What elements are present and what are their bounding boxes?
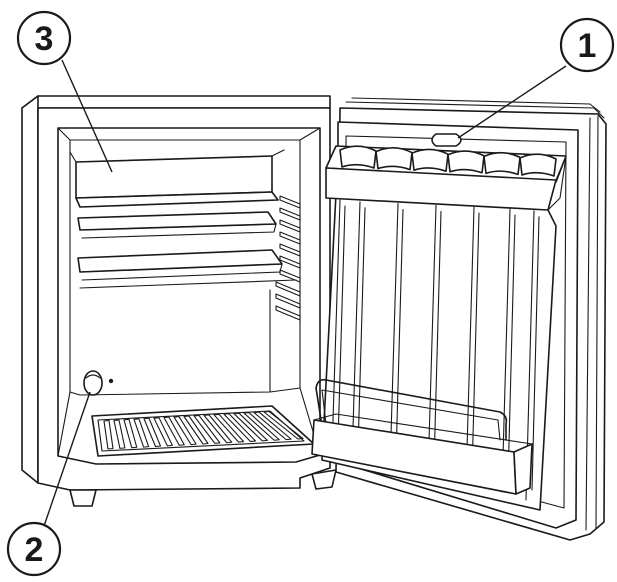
knob-grip bbox=[85, 374, 101, 379]
door-latch bbox=[431, 133, 462, 147]
indicator-dot bbox=[108, 378, 114, 384]
grille-bar bbox=[263, 410, 304, 440]
lower-bin-top bbox=[313, 413, 533, 445]
grille-bar bbox=[203, 414, 233, 444]
callout-1: 1 bbox=[457, 17, 615, 139]
thermostat-knob bbox=[83, 370, 114, 396]
grille-bar bbox=[213, 413, 245, 443]
shelves bbox=[77, 211, 297, 289]
callout-2-label: 2 bbox=[25, 531, 44, 569]
storage-rib bbox=[501, 208, 511, 493]
vent-slot bbox=[275, 305, 301, 321]
foot-right bbox=[311, 469, 337, 490]
grille-bar bbox=[143, 417, 162, 448]
inner-right-wall-edge bbox=[299, 127, 321, 141]
vent-slot bbox=[275, 293, 301, 309]
cabinet-top bbox=[21, 95, 331, 109]
door-edge-1 bbox=[345, 101, 605, 119]
grille-bar bbox=[253, 411, 292, 441]
door-side-edge-2 bbox=[585, 117, 591, 531]
egg-cup bbox=[411, 148, 449, 172]
shelf-back-edge bbox=[79, 279, 297, 289]
grille-bar bbox=[133, 418, 150, 448]
callout-2-circle bbox=[6, 521, 62, 577]
egg-cup bbox=[519, 153, 557, 177]
callout-3-circle bbox=[16, 10, 72, 66]
vent-slot bbox=[279, 207, 301, 221]
storage-rib bbox=[465, 206, 475, 485]
upper-bin-side bbox=[547, 155, 567, 211]
egg-cup bbox=[375, 147, 413, 171]
top-compartment bbox=[69, 149, 285, 208]
storage-rib-highlight bbox=[395, 209, 404, 459]
grille-bar bbox=[243, 412, 280, 441]
vent-slot bbox=[279, 269, 301, 283]
grille-bar bbox=[113, 419, 126, 449]
grille-bar bbox=[163, 416, 185, 446]
door-side-edge bbox=[595, 115, 599, 529]
storage-rib-highlight bbox=[337, 205, 346, 443]
grille-bar bbox=[173, 416, 197, 446]
storage-rib bbox=[427, 204, 437, 477]
callout-1-label: 1 bbox=[578, 27, 597, 65]
callout-3-leader bbox=[61, 59, 113, 173]
lower-bin-side bbox=[513, 443, 533, 495]
door-edge-2 bbox=[351, 97, 601, 113]
wall-vent-slots bbox=[275, 195, 301, 321]
grille-inner bbox=[97, 410, 305, 452]
egg-cup bbox=[447, 150, 485, 174]
grille-bar bbox=[223, 413, 257, 443]
bottle-retainer-bar-inner bbox=[321, 389, 501, 441]
callout-2-leader bbox=[43, 391, 91, 527]
grille-bar bbox=[153, 417, 173, 447]
egg-cup bbox=[339, 145, 377, 169]
vent-slot bbox=[279, 255, 301, 269]
cabinet-left-side bbox=[21, 95, 39, 484]
compartment-front bbox=[75, 155, 273, 199]
callout-3-label: 3 bbox=[35, 20, 54, 58]
grille-bar bbox=[103, 419, 114, 450]
bottle-retainer-bar bbox=[315, 378, 508, 441]
storage-rib-highlight bbox=[471, 212, 480, 475]
egg-cups bbox=[339, 145, 557, 177]
inner-left-wall-edge bbox=[57, 127, 71, 141]
egg-cup bbox=[483, 151, 521, 176]
vent-slot bbox=[279, 219, 301, 233]
grille-bar bbox=[183, 415, 209, 445]
vent-slot bbox=[279, 243, 301, 257]
upper-shelf-underside bbox=[79, 223, 277, 239]
knob-body bbox=[83, 370, 103, 396]
compartment-bottom-lip bbox=[75, 191, 279, 208]
latch-tab bbox=[431, 133, 462, 147]
callout-2: 2 bbox=[6, 391, 91, 577]
storage-rib-highlight bbox=[507, 214, 516, 483]
upper-door-bin bbox=[325, 145, 567, 211]
grille-bars bbox=[103, 410, 304, 450]
grille-bar bbox=[233, 412, 268, 442]
storage-rib bbox=[331, 199, 341, 453]
compartment-top-edge bbox=[69, 151, 77, 163]
floor-grille bbox=[91, 405, 315, 457]
callout-1-leader bbox=[457, 65, 567, 139]
grille-bar bbox=[123, 418, 138, 449]
vent-slot bbox=[279, 195, 301, 209]
vent-slot bbox=[275, 281, 301, 297]
callout-3: 3 bbox=[16, 10, 113, 173]
storage-rib bbox=[389, 203, 399, 469]
lower-door-bin bbox=[311, 378, 533, 495]
middle-shelf-underside bbox=[79, 263, 283, 281]
storage-rib-highlight bbox=[433, 210, 442, 467]
storage-rib-highlight bbox=[357, 207, 366, 451]
door-storage-ribs bbox=[331, 199, 540, 501]
compartment-right-edge bbox=[271, 149, 285, 157]
callout-1-circle bbox=[559, 17, 615, 73]
foot-left bbox=[69, 489, 97, 507]
storage-rib-highlight bbox=[531, 216, 540, 491]
grille-bar bbox=[193, 414, 221, 444]
inner-left-wall-bottom bbox=[57, 391, 71, 457]
vent-slot bbox=[279, 231, 301, 245]
